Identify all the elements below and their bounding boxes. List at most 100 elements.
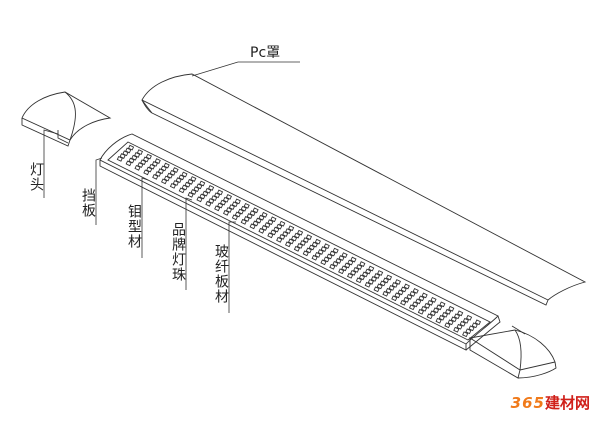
led-bead [417, 308, 424, 315]
label-baffle: 挡板 [80, 188, 96, 218]
led-bead [243, 202, 250, 209]
led-bead [311, 254, 318, 261]
led-bead [424, 302, 431, 309]
led-bead [323, 243, 330, 250]
led-bead [125, 160, 132, 167]
led-bead [181, 184, 188, 191]
led-bead [308, 244, 315, 251]
led-bead [208, 185, 215, 191]
led-bead [143, 169, 150, 176]
led-bead [125, 147, 132, 154]
led-bead [344, 262, 351, 269]
led-bead [412, 301, 419, 308]
led-bead [290, 235, 298, 242]
led-bead [323, 256, 330, 263]
led-bead [338, 268, 345, 275]
led-bead [127, 144, 135, 151]
led-bead [305, 247, 312, 254]
led-bead [208, 198, 215, 204]
led-bead [172, 180, 179, 186]
led-bead [196, 196, 203, 203]
led-bead [264, 222, 271, 228]
led-bead [134, 152, 141, 158]
led-bead [448, 305, 455, 312]
led-bead [350, 269, 357, 276]
led-bead [237, 208, 244, 215]
led-bead [409, 290, 416, 297]
led-bead [166, 172, 173, 179]
led-bead [288, 225, 295, 232]
led-bead [267, 232, 274, 239]
led-bead [299, 240, 307, 246]
led-bead [361, 271, 369, 278]
led-bead [420, 305, 428, 312]
led-bead [462, 331, 469, 338]
led-bead [184, 181, 191, 188]
led-bead [364, 281, 371, 288]
led-bead [252, 220, 259, 227]
led-bead [216, 189, 224, 196]
led-bead [214, 205, 221, 212]
led-bead [214, 192, 221, 199]
led-bead [151, 160, 158, 167]
led-bead [202, 190, 209, 197]
led-bead [412, 288, 419, 294]
led-bead [459, 320, 466, 327]
led-bead [447, 319, 454, 326]
led-bead [406, 293, 413, 300]
watermark-logo: 365建材网 [511, 392, 590, 413]
led-bead [225, 193, 232, 200]
led-bead [338, 255, 345, 261]
led-bead [122, 150, 129, 157]
led-bead [408, 304, 416, 311]
led-bead [365, 268, 372, 275]
pc-cover [141, 73, 587, 306]
led-bead [287, 238, 295, 245]
led-bead [234, 211, 241, 218]
led-bead [199, 193, 206, 200]
led-bead [128, 157, 135, 164]
led-bead [131, 154, 138, 161]
led-bead [382, 290, 389, 297]
led-bead [246, 213, 253, 219]
led-bead [267, 219, 274, 226]
left-end-cap [21, 91, 112, 147]
led-bead [391, 282, 398, 288]
led-bead [169, 169, 176, 176]
led-bead [403, 296, 410, 303]
led-bead [332, 247, 339, 254]
led-bead [376, 283, 383, 290]
led-bead [421, 292, 428, 299]
led-bead [270, 229, 277, 236]
led-bead [152, 173, 159, 180]
led-bead [367, 278, 374, 285]
led-bead [190, 189, 197, 195]
led-bead [373, 286, 380, 293]
leader-lines [43, 61, 300, 313]
led-bead [172, 167, 179, 173]
led-bead [146, 166, 153, 173]
led-bead [205, 187, 212, 194]
led-bead [438, 314, 445, 321]
led-bead [193, 186, 200, 193]
led-bead [391, 295, 398, 302]
led-bead [382, 277, 389, 284]
led-bead [178, 187, 185, 194]
label-pcb: 玻纤板材 [213, 244, 229, 304]
led-bead [148, 163, 156, 170]
led-bead [341, 265, 348, 272]
watermark-text: 建材网 [544, 394, 590, 412]
led-bead [329, 263, 336, 270]
label-lamp-head: 灯头 [28, 162, 44, 192]
led-bead [314, 251, 321, 258]
led-bead [219, 199, 227, 206]
led-bead [468, 325, 475, 332]
led-bead [436, 304, 443, 311]
led-bead [356, 264, 363, 270]
led-bead [276, 223, 283, 230]
led-bead [415, 298, 422, 305]
led-bead [282, 231, 289, 237]
led-bead [355, 277, 362, 284]
led-bead [385, 274, 393, 281]
